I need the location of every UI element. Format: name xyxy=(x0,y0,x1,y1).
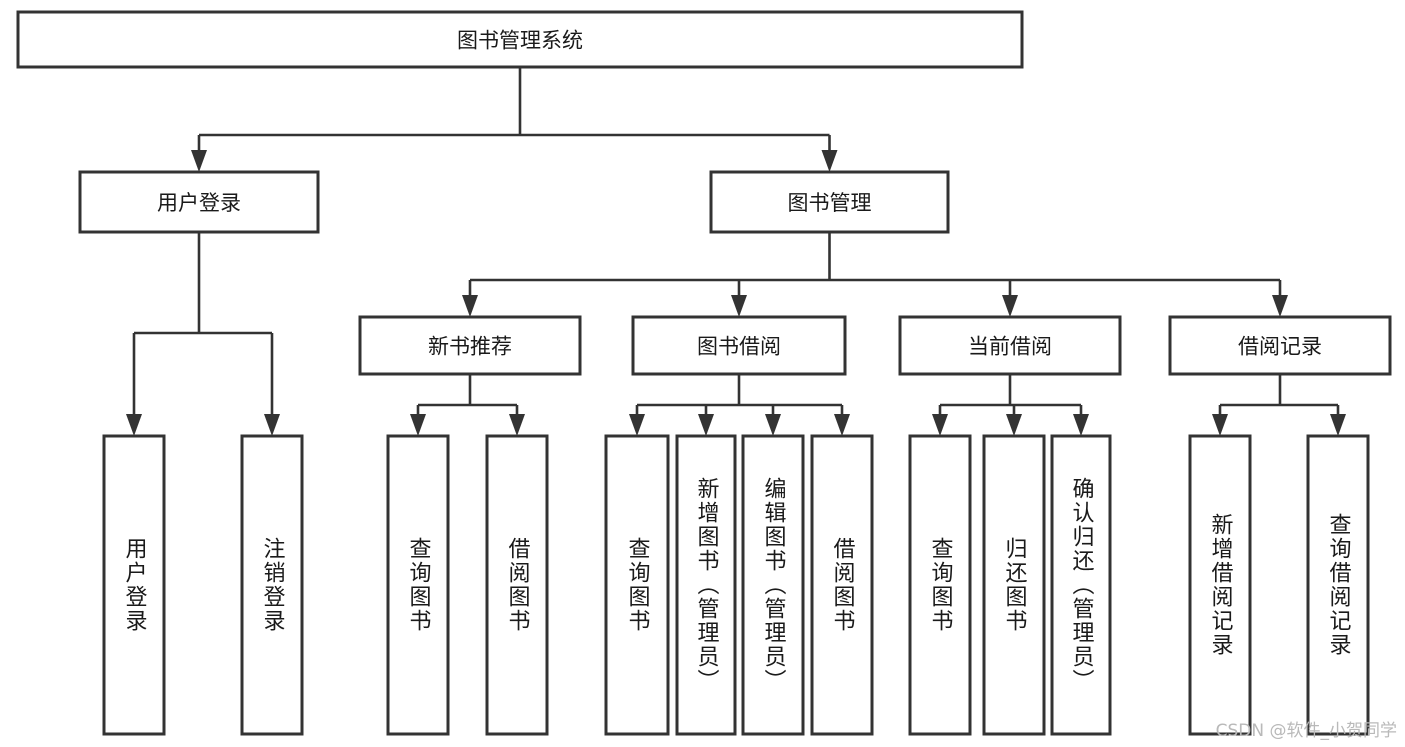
arrow-borrow-record-to-leaf-add-borrow-record xyxy=(1212,414,1228,436)
arrow-book-borrow-to-leaf-add-book-admin xyxy=(698,414,714,436)
node-box-book-borrow[interactable] xyxy=(631,315,847,376)
arrow-current-borrow-to-leaf-return-book xyxy=(1006,414,1022,436)
arrow-bm-to-borrow-record xyxy=(1272,295,1288,317)
node-box-leaf-add-borrow-record[interactable] xyxy=(1188,434,1252,736)
node-label-book-management: 图书管理 xyxy=(788,191,872,215)
node-box-leaf-borrow-book-rec[interactable] xyxy=(485,434,549,736)
arrow-bm-to-new-book-recommend xyxy=(462,295,478,317)
node-label-new-book-recommend: 新书推荐 xyxy=(428,335,512,359)
node-box-root[interactable] xyxy=(16,10,1024,69)
node-label-user-login: 用户登录 xyxy=(157,191,241,215)
arrow-current-borrow-to-leaf-query-book-cur xyxy=(932,414,948,436)
node-label-borrow-record: 借阅记录 xyxy=(1238,335,1322,359)
node-box-leaf-logout-login[interactable] xyxy=(240,434,304,736)
arrow-bm-to-current-borrow xyxy=(1002,295,1018,317)
arrow-bm-to-book-borrow xyxy=(731,295,747,317)
arrow-current-borrow-to-leaf-confirm-return-admin xyxy=(1073,414,1089,436)
connector-layer xyxy=(126,67,1346,436)
node-box-leaf-user-login[interactable] xyxy=(102,434,166,736)
arrow-book-borrow-to-leaf-edit-book-admin xyxy=(765,414,781,436)
node-box-leaf-query-book-borrow[interactable] xyxy=(604,434,670,736)
node-box-leaf-borrow-book[interactable] xyxy=(810,434,874,736)
node-box-layer xyxy=(16,10,1392,736)
arrow-root-to-user-login xyxy=(191,150,207,172)
node-box-leaf-query-book-cur[interactable] xyxy=(908,434,972,736)
node-label-book-borrow: 图书借阅 xyxy=(697,335,781,359)
arrow-book-borrow-to-leaf-query-book-borrow xyxy=(629,414,645,436)
node-box-leaf-edit-book-admin[interactable] xyxy=(741,434,805,736)
node-box-leaf-return-book[interactable] xyxy=(982,434,1046,736)
node-box-user-login[interactable] xyxy=(78,170,320,234)
node-box-leaf-confirm-return-admin[interactable] xyxy=(1050,434,1112,736)
arrow-user-login-to-leaf-user-login xyxy=(126,414,142,436)
node-box-leaf-add-book-admin[interactable] xyxy=(675,434,737,736)
node-label-root: 图书管理系统 xyxy=(457,29,583,53)
arrow-borrow-record-to-leaf-query-borrow-record xyxy=(1330,414,1346,436)
node-box-new-book-recommend[interactable] xyxy=(358,315,582,376)
arrow-root-to-book-management xyxy=(821,150,838,172)
arrow-book-borrow-to-leaf-borrow-book xyxy=(834,414,850,436)
node-box-current-borrow[interactable] xyxy=(898,315,1122,376)
node-box-leaf-query-book-rec[interactable] xyxy=(386,434,450,736)
node-box-book-management[interactable] xyxy=(709,170,950,234)
node-box-borrow-record[interactable] xyxy=(1168,315,1392,376)
arrow-new-book-recommend-to-leaf-borrow-book-rec xyxy=(509,414,525,436)
node-box-leaf-query-borrow-record[interactable] xyxy=(1306,434,1370,736)
arrow-user-login-to-leaf-logout-login xyxy=(264,414,280,436)
arrow-new-book-recommend-to-leaf-query-book-rec xyxy=(410,414,426,436)
node-label-current-borrow: 当前借阅 xyxy=(968,335,1052,359)
watermark-text: CSDN @软件_小贺同学 xyxy=(1215,721,1397,741)
